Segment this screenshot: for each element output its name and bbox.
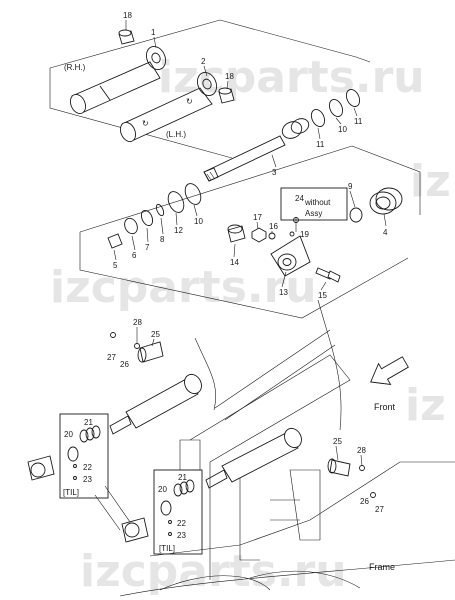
- callout-13: 13: [279, 288, 288, 297]
- callout-11a: 11: [316, 140, 325, 149]
- label-right-hand: (R.H.): [64, 63, 86, 72]
- callout-11b: 11: [354, 117, 363, 126]
- til-box-left: [TIL]: [59, 413, 109, 499]
- callout-20a: 20: [64, 430, 73, 439]
- callout-layer: 1 2 3 4 5 6 7 8 9 10 10 11 11 12 13 14 1…: [64, 11, 388, 540]
- callout-26a: 26: [120, 360, 129, 369]
- til-rod-eye-left: [27, 455, 55, 481]
- callout-25a: 25: [151, 330, 160, 339]
- watermark-4: iz: [410, 156, 451, 207]
- callout-10a: 10: [194, 217, 203, 226]
- callout-8: 8: [160, 235, 165, 244]
- callout-10b: 10: [338, 125, 347, 134]
- bushing-18-upper: [118, 29, 135, 45]
- leader-lines: [113, 20, 387, 467]
- pin-assembly-upper: [110, 332, 164, 363]
- pin-assembly-right: [327, 458, 376, 498]
- installed-cylinder-lower: [205, 427, 302, 489]
- callout-3: 3: [272, 168, 277, 177]
- rotate-arrow-upper: ↻: [186, 97, 193, 106]
- callout-26b: 26: [360, 497, 369, 506]
- exploded-panel: [49, 19, 421, 319]
- without-assy-line2: Assy: [305, 209, 322, 218]
- bushing-18-lower: [218, 87, 235, 104]
- cylinder-head: [349, 187, 403, 223]
- rod-eye-assembly: [227, 217, 341, 283]
- cylinder-tube-rh: [69, 45, 167, 115]
- callout-22a: 22: [83, 463, 92, 472]
- callout-12: 12: [174, 226, 183, 235]
- callout-21a: 21: [84, 418, 93, 427]
- til-box-right: [TIL]: [153, 469, 203, 555]
- installed-cylinder-upper: [109, 373, 202, 435]
- seal-rings-upper: [310, 88, 361, 128]
- frame-label: Frame: [369, 562, 395, 572]
- rotate-arrow-lower: ↻: [142, 119, 149, 128]
- callout-18a: 18: [123, 11, 132, 20]
- callout-9: 9: [348, 182, 353, 191]
- cylinder-tube-lh: ↻ ↻: [119, 71, 218, 143]
- callout-28a: 28: [133, 318, 142, 327]
- callout-23a: 23: [83, 475, 92, 484]
- callout-15: 15: [318, 291, 327, 300]
- callout-19: 19: [300, 230, 309, 239]
- piston-parts-row: [107, 183, 202, 249]
- callout-27a: 27: [107, 353, 116, 362]
- callout-27b: 27: [375, 505, 384, 514]
- callout-17: 17: [253, 213, 262, 222]
- watermark-layer: izcparts.ru izcparts.ru izcparts.ru iz i…: [50, 52, 451, 597]
- callout-2: 2: [201, 57, 206, 66]
- watermark-5: iz: [405, 380, 446, 431]
- callout-28b: 28: [357, 446, 366, 455]
- label-left-hand: (L.H.): [166, 130, 186, 139]
- callout-21b: 21: [178, 473, 187, 482]
- callout-23b: 23: [177, 531, 186, 540]
- watermark-2: izcparts.ru: [50, 262, 317, 313]
- til-label-left: [TIL]: [63, 488, 79, 497]
- front-arrow: Front: [370, 356, 409, 412]
- piston-rod: [203, 118, 310, 182]
- callout-25b: 25: [333, 437, 342, 446]
- callout-7: 7: [145, 243, 150, 252]
- callout-20b: 20: [158, 485, 167, 494]
- callout-14: 14: [230, 258, 239, 267]
- callout-4: 4: [383, 228, 388, 237]
- callout-18b: 18: [225, 72, 234, 81]
- til-label-right: [TIL]: [159, 544, 175, 553]
- machine-frame: [119, 299, 455, 597]
- callout-6: 6: [132, 251, 137, 260]
- callout-5: 5: [113, 261, 118, 270]
- callout-22b: 22: [177, 519, 186, 528]
- til-rod-eye-right: [94, 485, 149, 543]
- callout-16: 16: [269, 222, 278, 231]
- without-assy-line1: without: [304, 198, 331, 207]
- callout-1: 1: [151, 28, 156, 37]
- front-label: Front: [374, 402, 396, 412]
- callout-24: 24: [295, 194, 304, 203]
- without-assy-note: without Assy: [280, 187, 348, 232]
